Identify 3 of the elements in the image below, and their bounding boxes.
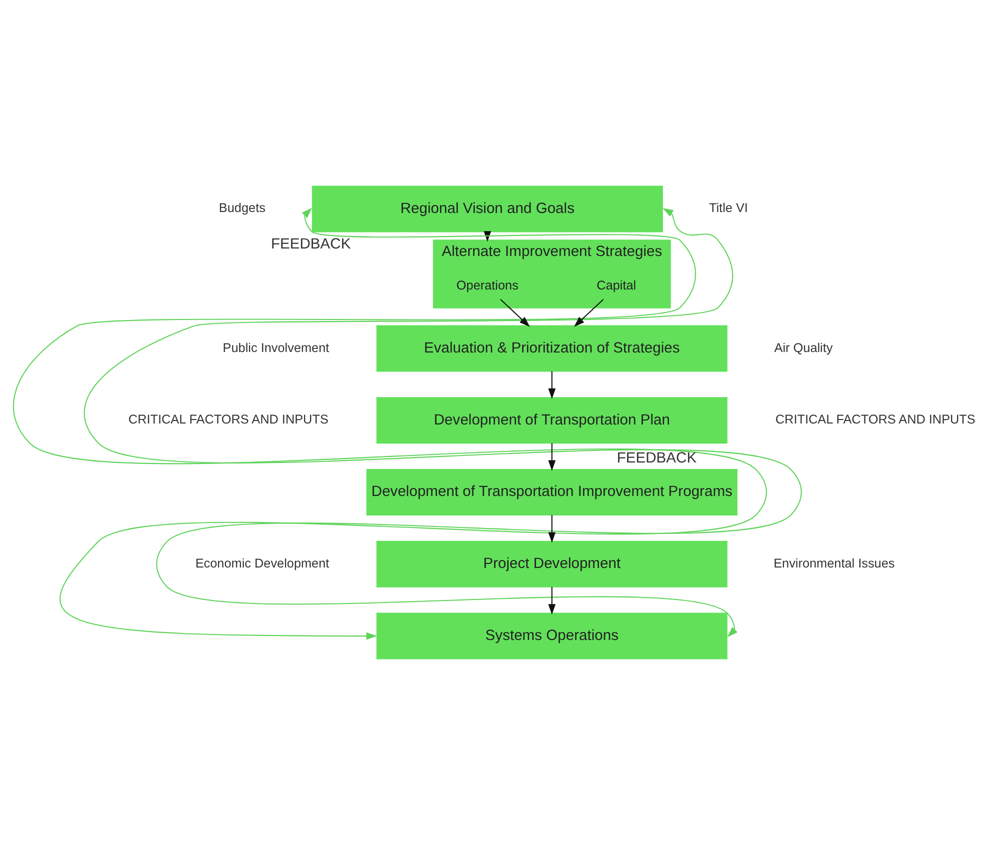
label: Environmental Issues <box>774 556 895 570</box>
label: CRITICAL FACTORS AND INPUTS <box>775 412 976 426</box>
label: Air Quality <box>774 340 833 354</box>
